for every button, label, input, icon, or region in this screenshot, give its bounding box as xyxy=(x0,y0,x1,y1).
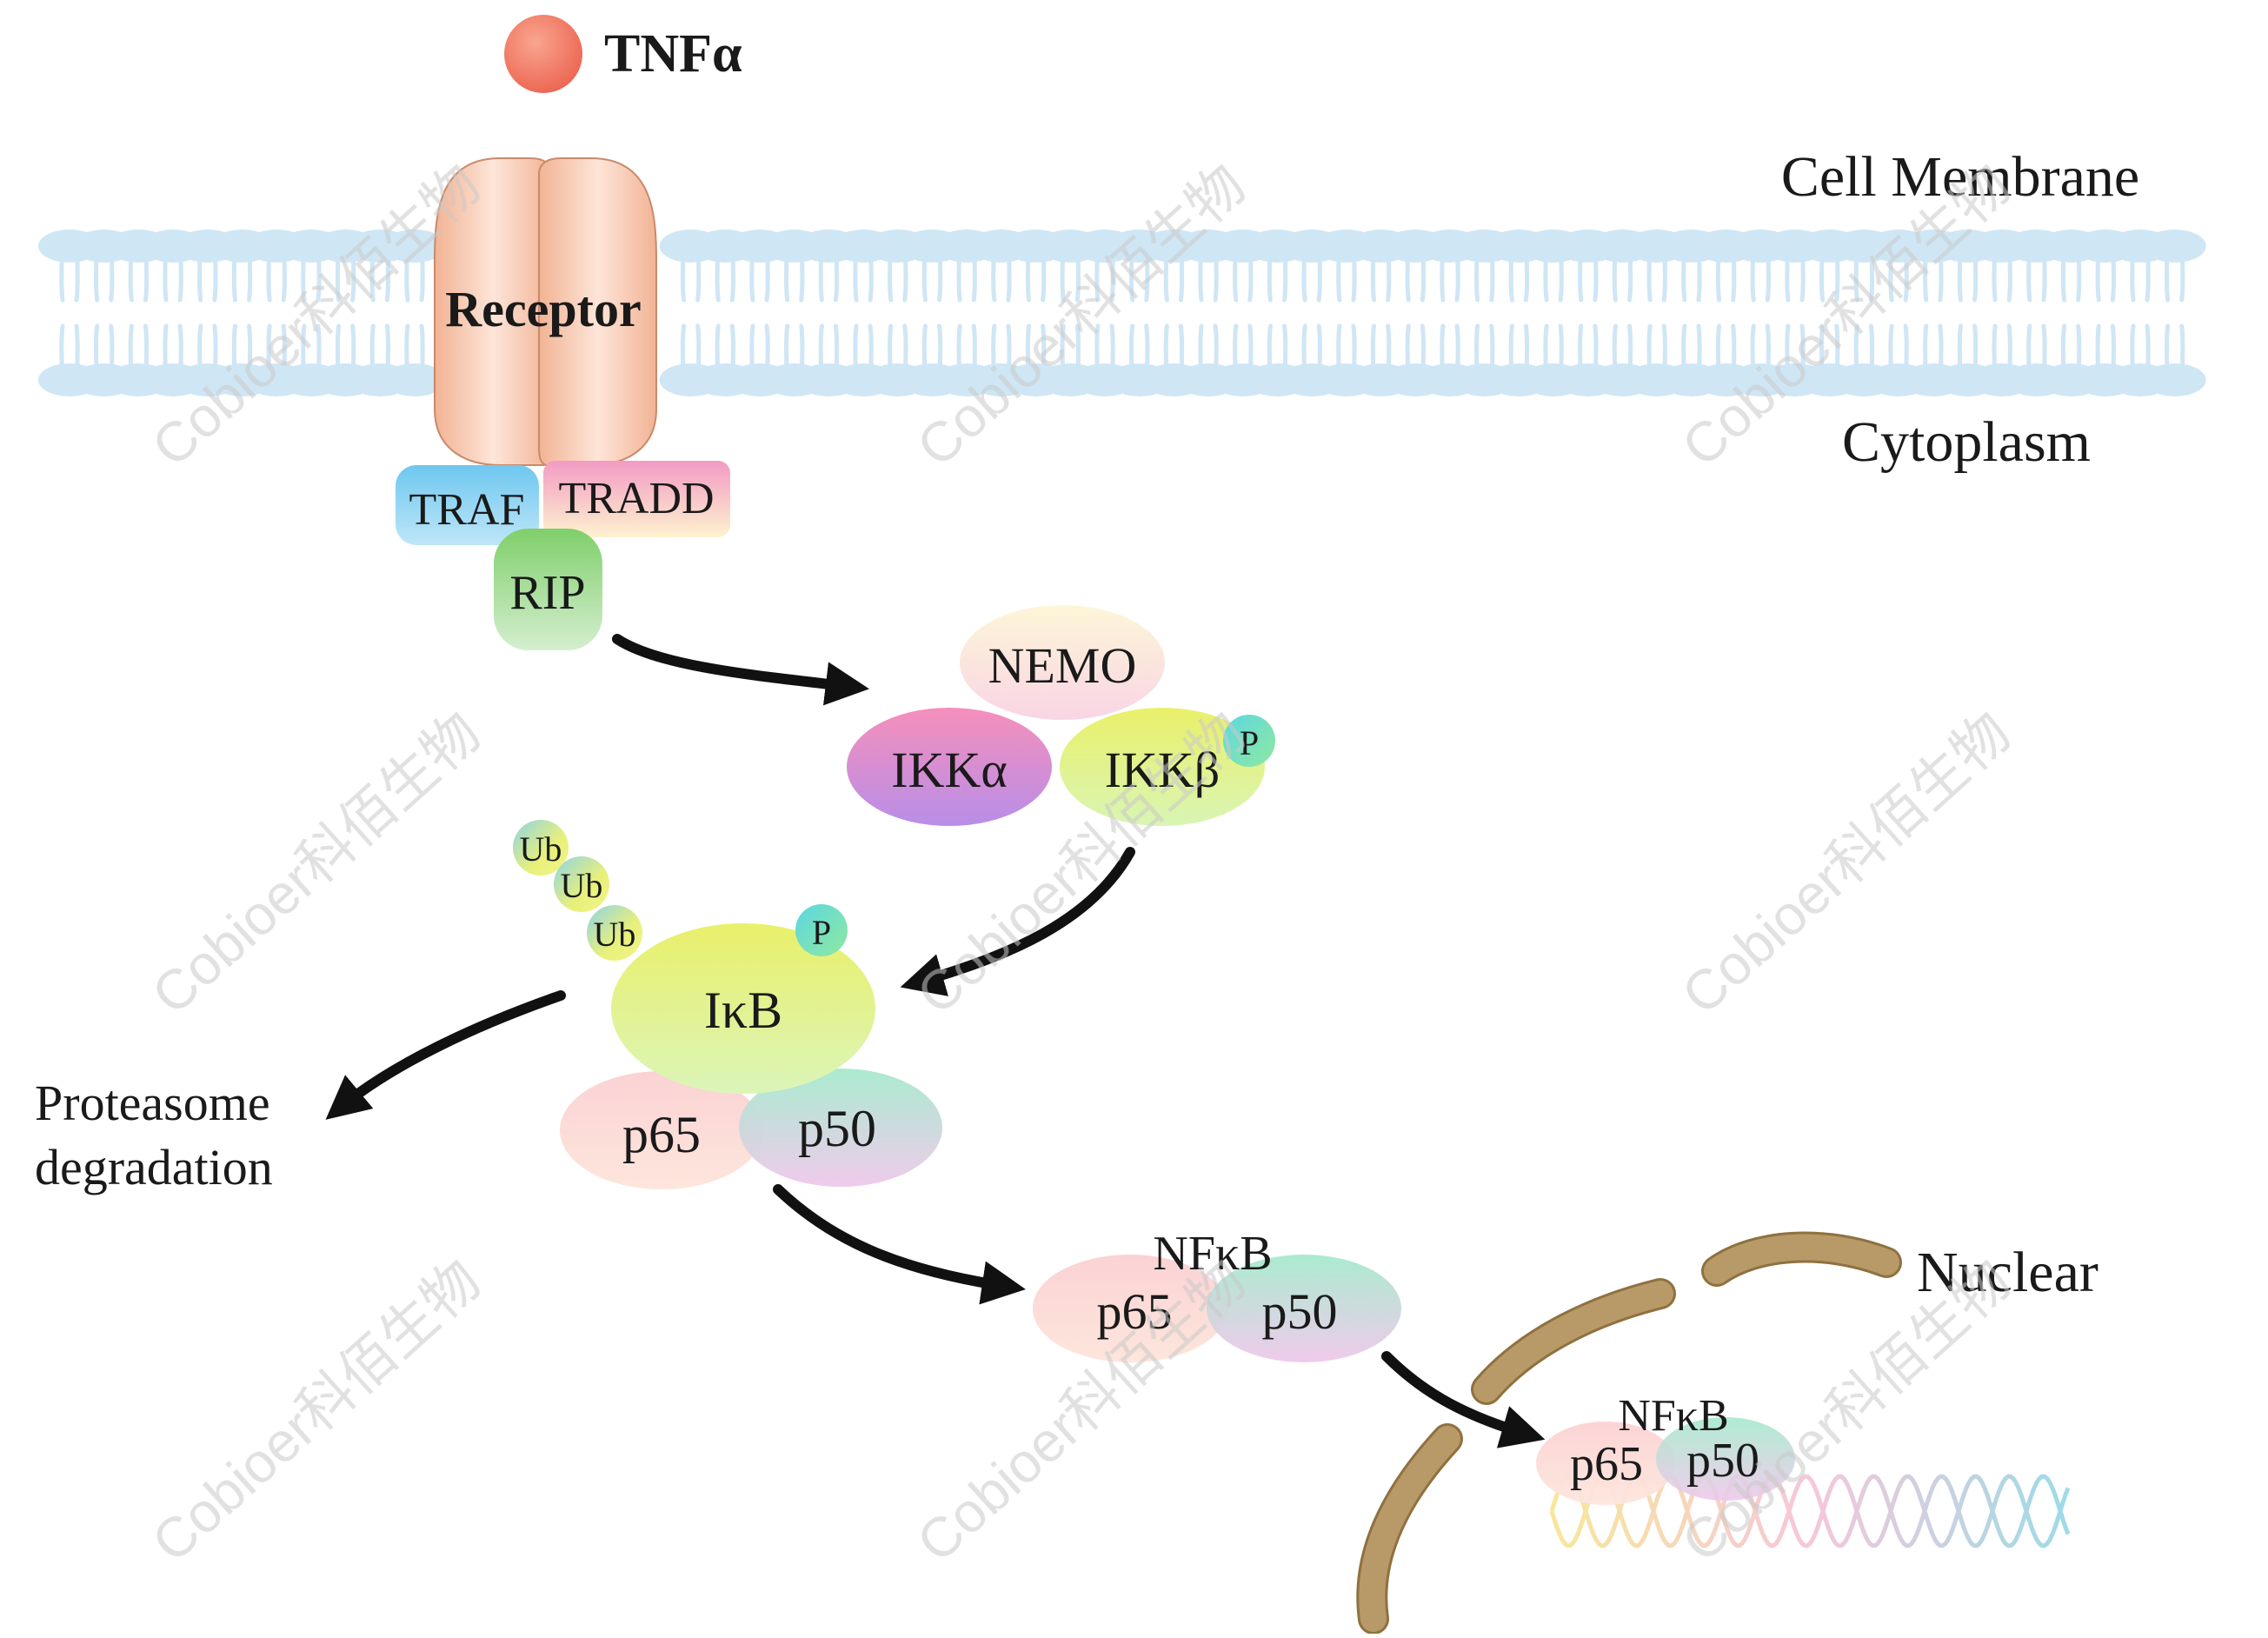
ikk-alpha-label: IKKα xyxy=(891,742,1007,798)
ubiquitin-1-icon xyxy=(513,820,569,876)
ubiquitin-2-label: Ub xyxy=(561,866,603,905)
tradd-adaptor: TRADD xyxy=(543,461,730,537)
arrow-ikk-to-ikb xyxy=(900,847,1135,996)
nfkb-cytoplasm-label: NFκB xyxy=(1153,1227,1272,1281)
nuclear-envelope xyxy=(1356,1231,1902,1635)
arrow-complex-to-nfkb xyxy=(773,1184,1026,1305)
phospholipid xyxy=(2143,230,2206,396)
p50-shape-nfkb-cytoplasm xyxy=(1207,1255,1401,1362)
ikb-label: IκB xyxy=(704,982,782,1039)
proteasome-degradation-line2: degradation xyxy=(35,1139,273,1195)
ubiquitin-3-icon xyxy=(587,905,642,961)
tnf-alpha-icon xyxy=(504,15,582,93)
nemo-label: NEMO xyxy=(988,637,1137,694)
ikk-alpha-shape xyxy=(847,708,1052,826)
traf-adaptor: TRAF xyxy=(396,465,539,545)
ikk-complex: NEMO IKKα IKKβ P xyxy=(847,605,1275,826)
ikk-beta-shape xyxy=(1060,708,1265,826)
ubiquitin-2-icon xyxy=(554,856,609,912)
watermark-text: Cobioer科佰生物 xyxy=(140,701,492,1027)
ubiquitin-3-label: Ub xyxy=(594,915,636,954)
rip-adaptor: RIP xyxy=(494,529,602,650)
ubiquitin-1-label: Ub xyxy=(520,829,562,869)
p65-shape-nfkb-nucleus xyxy=(1536,1422,1675,1505)
ikb-shape xyxy=(611,923,875,1094)
nfkb-nucleus-label: NFκB xyxy=(1618,1391,1728,1441)
nfkb-cytoplasm: NFκB p65 p50 xyxy=(1033,1227,1401,1362)
p65-label-nfkb-cytoplasm: p65 xyxy=(1097,1283,1173,1340)
p65-shape-cytoplasm-complex xyxy=(560,1071,763,1189)
watermark-text: Cobioer科佰生物 xyxy=(1670,701,2022,1027)
nemo-shape xyxy=(960,605,1165,720)
p50-label-nfkb-nucleus: p50 xyxy=(1686,1434,1759,1488)
ikb-phosphate-label: P xyxy=(812,913,831,952)
p65-label-nfkb-nucleus: p65 xyxy=(1570,1437,1643,1491)
cell-membrane-bilayer xyxy=(38,230,2206,396)
ikb-phosphate-icon xyxy=(795,904,848,956)
ikk-phosphate-icon xyxy=(1223,715,1275,767)
watermark-text: Cobioer科佰生物 xyxy=(140,1248,492,1575)
ikb-nfkb-complex: IκB p65 p50 P Ub Ub Ub xyxy=(513,820,942,1189)
rip-shape xyxy=(494,529,602,650)
tradd-shape xyxy=(543,461,730,537)
traf-label: TRAF xyxy=(409,485,525,535)
cytoplasm-label: Cytoplasm xyxy=(1842,410,2091,474)
dna-strand-1 xyxy=(1549,1474,2071,1548)
p50-shape-nfkb-nucleus xyxy=(1656,1417,1795,1501)
tradd-label: TRADD xyxy=(558,474,714,523)
tnf-alpha-label: TNFα xyxy=(604,24,742,83)
arrow-nfkb-to-nucleus xyxy=(1381,1351,1546,1448)
proteasome-degradation-line1: Proteasome xyxy=(35,1075,270,1131)
rip-label: RIP xyxy=(509,566,585,620)
p50-shape-cytoplasm-complex xyxy=(739,1069,942,1187)
arrow-ikb-to-proteasome xyxy=(325,990,566,1120)
tnf-receptor: Receptor xyxy=(434,157,657,466)
pathway-arrows xyxy=(325,634,1546,1448)
receptor-label: Receptor xyxy=(445,281,641,337)
p65-label-complex: p65 xyxy=(622,1106,701,1163)
cell-membrane-label: Cell Membrane xyxy=(1781,145,2139,209)
p65-shape-nfkb-cytoplasm xyxy=(1033,1255,1227,1362)
nuclear-label: Nuclear xyxy=(1917,1241,2098,1304)
tnf-alpha-ligand: TNFα xyxy=(504,15,742,93)
phospholipid xyxy=(383,230,446,396)
p50-label-nfkb-cytoplasm: p50 xyxy=(1262,1283,1338,1340)
nfkb-nucleus: NFκB p65 p50 xyxy=(1536,1391,1795,1505)
arrow-rip-to-ikk xyxy=(612,634,870,706)
traf-shape xyxy=(396,465,539,545)
watermark-text: Cobioer科佰生物 xyxy=(905,153,1257,479)
p50-label-complex: p50 xyxy=(798,1100,876,1157)
ikk-phosphate-label: P xyxy=(1240,723,1259,762)
ikk-beta-label: IKKβ xyxy=(1105,742,1220,798)
